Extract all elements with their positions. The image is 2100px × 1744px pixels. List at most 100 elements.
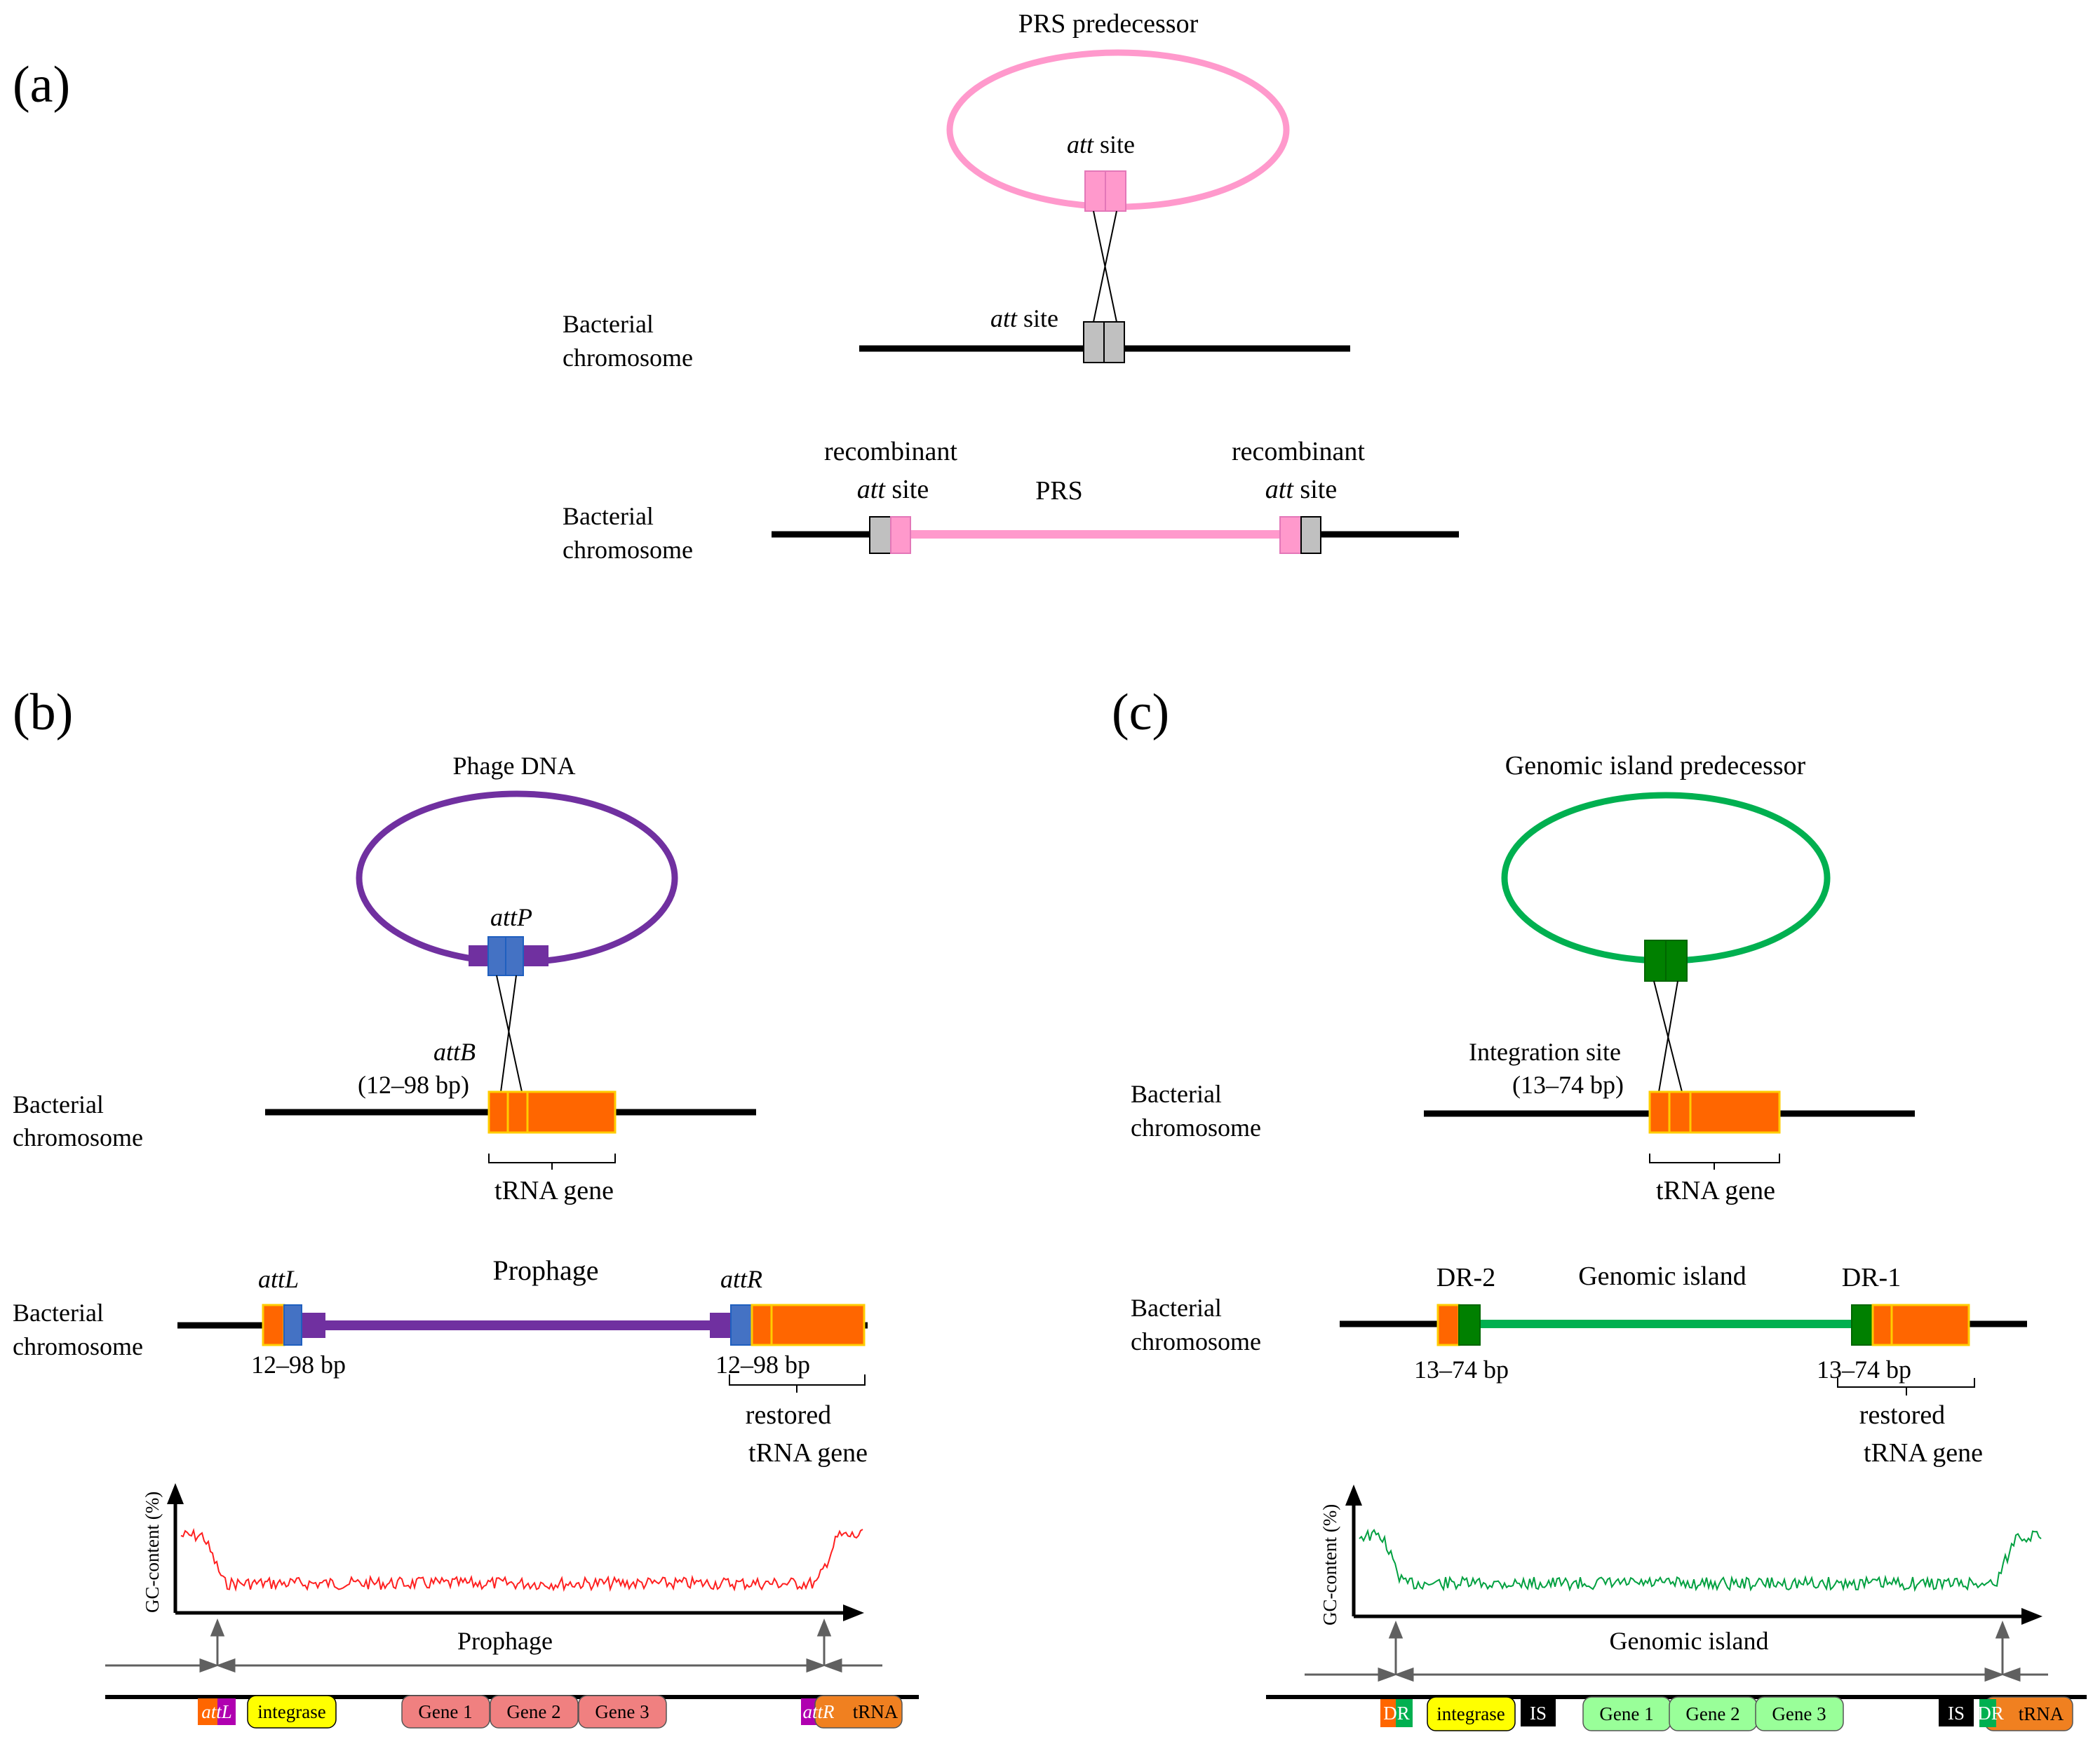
- map-b-attl-box: [217, 1698, 236, 1725]
- dr1-label: DR-1: [1842, 1263, 1901, 1292]
- chrom-label-c2-line2: chromosome: [1131, 1327, 1261, 1356]
- map-b-gene2-label: Gene 2: [506, 1701, 560, 1722]
- gc-b-yaxis-arrow: [167, 1483, 184, 1504]
- chrom-att-site-label: att site: [990, 304, 1058, 332]
- recombinant-right-line1: recombinant: [1232, 437, 1365, 466]
- genomic-island-predecessor-circle: [1501, 792, 1831, 964]
- map-b-gene1-label: Gene 1: [418, 1701, 472, 1722]
- chrom-label-a1-line1: Bacterial: [563, 310, 654, 338]
- prs-label: PRS: [1035, 476, 1083, 506]
- map-c-is-right-label: IS: [1948, 1703, 1965, 1724]
- span-arrows-c: [1305, 1620, 2048, 1682]
- restored-trna-c-bracket: [1837, 1378, 1975, 1395]
- gc-content-trace-b: [180, 1527, 863, 1593]
- dr2-label: DR-2: [1436, 1263, 1495, 1292]
- panel-b: (b) Phage DNA attP attB (12–98 bp) tRNA …: [13, 684, 919, 1729]
- trna-gene-c-label: tRNA gene: [1656, 1176, 1775, 1205]
- map-b-gene3-label: Gene 3: [595, 1701, 649, 1722]
- trna-gene-b-label: tRNA gene: [494, 1176, 614, 1205]
- recomb-att-right-host: [1300, 516, 1321, 554]
- attr-box: [730, 1304, 753, 1346]
- left-bp-b: 12–98 bp: [251, 1351, 346, 1379]
- map-b-attl-trna: [198, 1698, 217, 1725]
- prophage-span-label: Prophage: [457, 1627, 553, 1655]
- map-c-dr-left-trna: [1380, 1699, 1396, 1727]
- island-span-label: Genomic island: [1610, 1627, 1769, 1655]
- dr2-trna-part: [1436, 1304, 1460, 1346]
- integration-site-line1: Integration site: [1469, 1038, 1621, 1066]
- panel-c: (c) Genomic island predecessor Integrati…: [1112, 684, 2087, 1731]
- right-bp-c: 13–74 bp: [1817, 1356, 1911, 1384]
- chrom-label-b2-line1: Bacterial: [13, 1299, 104, 1327]
- gc-b-ylabel: GC-content (%): [142, 1492, 163, 1613]
- phage-dna-title: Phage DNA: [453, 752, 576, 780]
- chrom-label-a2-line1: Bacterial: [563, 502, 654, 530]
- prophage-right-end: [710, 1313, 731, 1338]
- map-b-attr-label: attR: [803, 1701, 835, 1722]
- map-c-dr-left-box: [1396, 1699, 1413, 1727]
- restored-trna-b-bracket: [729, 1374, 866, 1393]
- restored-c-line1: restored: [1859, 1400, 1945, 1430]
- restored-b-line1: restored: [746, 1400, 831, 1430]
- restored-c-line2: tRNA gene: [1864, 1438, 1983, 1468]
- map-c-gene1-label: Gene 1: [1599, 1703, 1653, 1724]
- map-b-gene2: [490, 1695, 579, 1729]
- attb-range-label: (12–98 bp): [358, 1071, 469, 1099]
- map-b-integrase: [247, 1695, 337, 1729]
- map-c-is-left-label: IS: [1530, 1703, 1547, 1724]
- restored-trna-c: [1871, 1304, 1970, 1346]
- trna-gene-c: [1648, 1090, 1781, 1134]
- dr2-box: [1458, 1304, 1481, 1346]
- prs-predecessor-title: PRS predecessor: [1018, 9, 1199, 39]
- chrom-label-b2-line2: chromosome: [13, 1332, 143, 1360]
- attl-label: attL: [258, 1265, 299, 1293]
- gi-site-box-left: [1644, 940, 1667, 982]
- panel-b-letter: (b): [13, 684, 73, 741]
- panel-a: (a) PRS predecessor att site att site Ba…: [13, 9, 1459, 564]
- map-b-attl-label: attL: [201, 1701, 232, 1722]
- recombinant-right-line2: att site: [1265, 475, 1337, 504]
- map-b-integrase-label: integrase: [257, 1701, 325, 1722]
- attr-label: attR: [720, 1265, 762, 1293]
- recomb-att-left-host: [869, 516, 891, 554]
- attp-box-left: [487, 936, 506, 976]
- span-arrows-b: [105, 1618, 882, 1673]
- map-c-gene3: [1755, 1696, 1844, 1731]
- recombinant-left-line2: att site: [857, 475, 929, 504]
- map-b-gene1: [401, 1695, 490, 1729]
- chrom-label-a2-line2: chromosome: [563, 536, 693, 564]
- chrom-label-b1-line1: Bacterial: [13, 1090, 104, 1118]
- chrom-label-a1-line2: chromosome: [563, 344, 693, 372]
- map-b-trna: [814, 1695, 903, 1729]
- dr1-box: [1851, 1304, 1873, 1346]
- map-c-gene2-label: Gene 2: [1685, 1703, 1739, 1724]
- integration-site-line2: (13–74 bp): [1512, 1071, 1624, 1099]
- left-bp-c: 13–74 bp: [1414, 1356, 1509, 1384]
- gc-content-trace-c: [1359, 1528, 2042, 1593]
- chrom-att-box-right: [1103, 321, 1125, 363]
- attp-label: attP: [490, 903, 532, 931]
- chrom-att-box-left: [1083, 321, 1105, 363]
- attb-label: attB: [433, 1038, 476, 1066]
- trna-gene-b: [487, 1090, 617, 1134]
- gi-crossover-2: [1658, 980, 1678, 1093]
- map-c-trna-label: tRNA: [2019, 1703, 2064, 1724]
- recomb-att-right-prs: [1279, 516, 1302, 554]
- prophage-left-end: [302, 1313, 325, 1338]
- recombinant-left-line1: recombinant: [824, 437, 957, 466]
- map-c-dr-left-label: DR: [1383, 1703, 1410, 1724]
- chrom-label-c1-line2: chromosome: [1131, 1114, 1261, 1142]
- trna-gene-c-bracket: [1649, 1154, 1780, 1170]
- prophage-title: Prophage: [492, 1255, 598, 1286]
- chrom-label-b1-line2: chromosome: [13, 1123, 143, 1151]
- gc-c-yaxis-arrow: [1345, 1485, 1362, 1506]
- map-c-is-left: [1521, 1698, 1556, 1726]
- prs-att-site-label: att site: [1067, 130, 1135, 158]
- map-b-gene3: [578, 1695, 667, 1729]
- gc-b-xaxis-arrow: [843, 1604, 864, 1621]
- map-c-gene3-label: Gene 3: [1772, 1703, 1826, 1724]
- map-b-trna-label: tRNA: [853, 1701, 898, 1722]
- phage-crossover-2: [500, 975, 517, 1093]
- map-c-integrase-label: integrase: [1436, 1703, 1505, 1724]
- genomic-island-predecessor-title: Genomic island predecessor: [1505, 751, 1806, 780]
